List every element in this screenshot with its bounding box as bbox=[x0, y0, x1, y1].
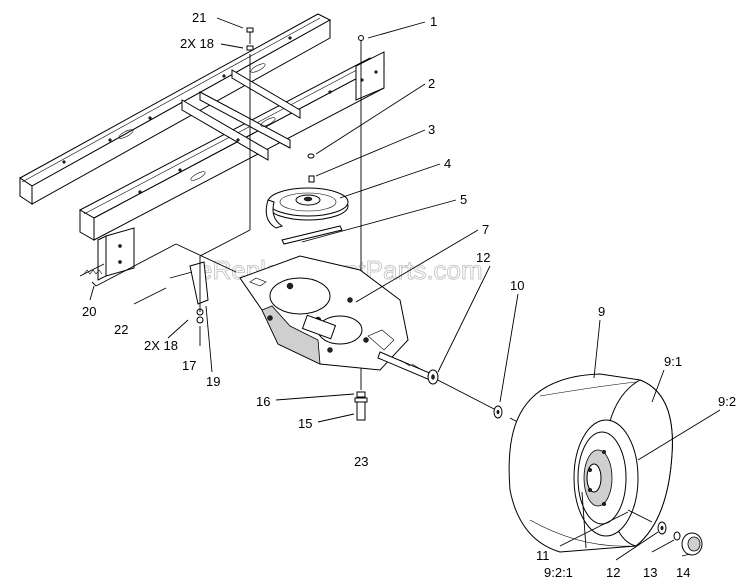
label-15: 15 bbox=[298, 416, 312, 431]
screw-3 bbox=[308, 175, 315, 183]
label-12-top: 12 bbox=[476, 250, 490, 265]
washer-13 bbox=[673, 531, 681, 541]
key-2 bbox=[307, 153, 315, 159]
pin-11 bbox=[627, 509, 653, 523]
leader-lines bbox=[89, 17, 721, 561]
rear-wheel bbox=[508, 373, 673, 553]
shift-arm bbox=[169, 261, 209, 324]
label-3: 3 bbox=[428, 122, 435, 137]
label-1: 1 bbox=[430, 14, 437, 29]
spring-rod bbox=[79, 263, 105, 287]
bar-5 bbox=[281, 225, 343, 245]
label-17: 17 bbox=[182, 358, 196, 373]
label-10: 10 bbox=[510, 278, 524, 293]
label-2x18-bottom: 2X 18 bbox=[144, 338, 178, 353]
label-16: 16 bbox=[256, 394, 270, 409]
label-5: 5 bbox=[460, 192, 467, 207]
label-21: 21 bbox=[192, 10, 206, 25]
label-7: 7 bbox=[482, 222, 489, 237]
hub-cap-14 bbox=[681, 532, 703, 556]
label-13: 13 bbox=[643, 565, 657, 580]
label-9-2-1: 9:2:1 bbox=[544, 565, 573, 580]
label-9-1: 9:1 bbox=[664, 354, 682, 369]
pin-15 bbox=[354, 397, 368, 421]
label-4: 4 bbox=[444, 156, 451, 171]
label-20: 20 bbox=[82, 304, 96, 319]
label-14: 14 bbox=[676, 565, 690, 580]
pulley bbox=[267, 187, 349, 221]
label-11: 11 bbox=[536, 548, 550, 563]
label-22: 22 bbox=[114, 322, 128, 337]
label-12-bottom: 12 bbox=[606, 565, 620, 580]
belt bbox=[265, 199, 284, 229]
frame-rails bbox=[19, 13, 386, 241]
label-19: 19 bbox=[206, 374, 220, 389]
label-23: 23 bbox=[354, 454, 368, 469]
label-9-2: 9:2 bbox=[718, 394, 736, 409]
bolt-16 bbox=[356, 391, 366, 398]
nut-1 bbox=[358, 35, 364, 41]
label-2x18-top: 2X 18 bbox=[180, 36, 214, 51]
label-9: 9 bbox=[598, 304, 605, 319]
label-2: 2 bbox=[428, 76, 435, 91]
callout-labels: 21 2X 18 1 2 3 4 5 7 12 10 9 9:1 9:2 20 … bbox=[82, 10, 736, 580]
bolt-21 bbox=[246, 27, 254, 51]
transaxle bbox=[239, 255, 433, 381]
mounting-bracket bbox=[97, 227, 135, 281]
